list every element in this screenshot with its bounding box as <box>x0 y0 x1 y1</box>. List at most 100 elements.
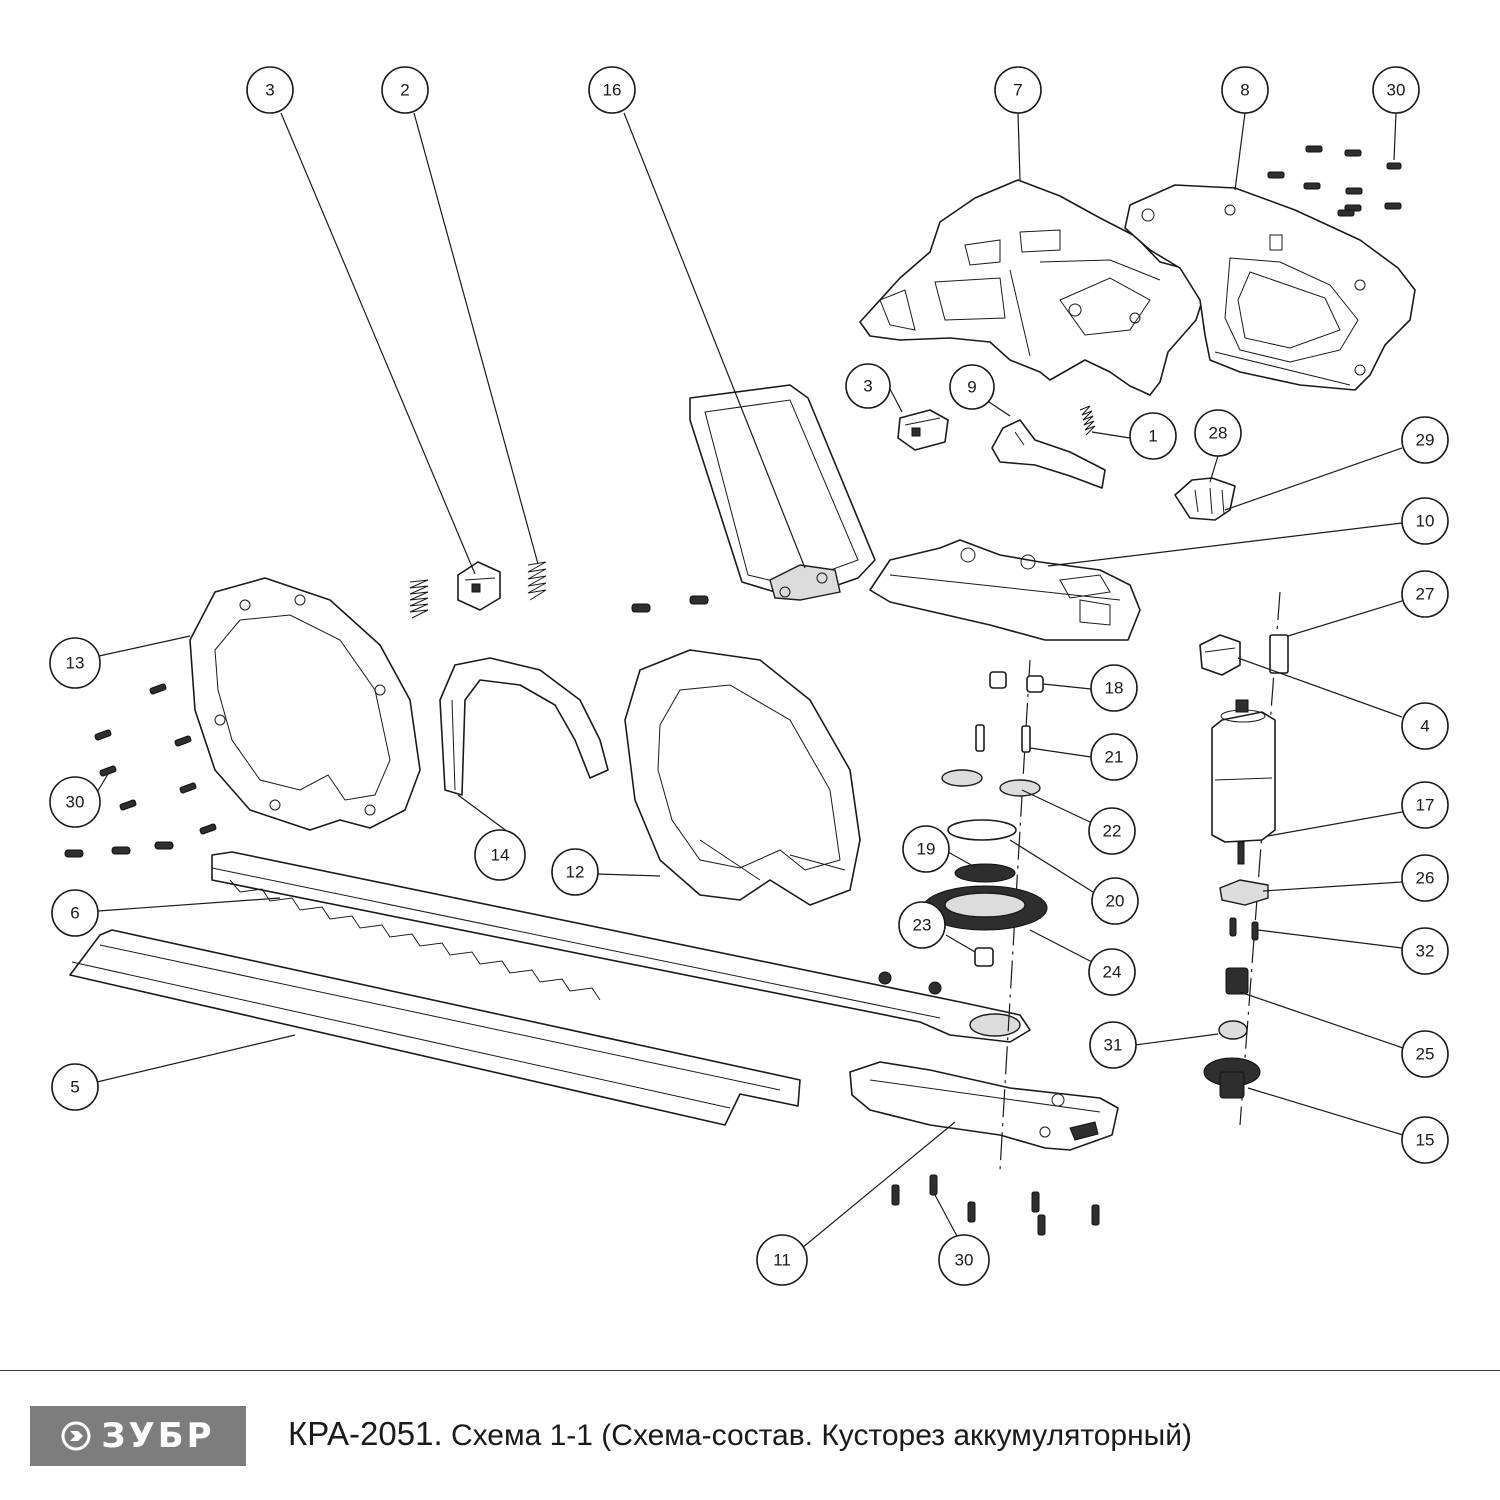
part-screws-gear-housing <box>891 1174 1100 1236</box>
part-motor <box>1211 699 1276 865</box>
svg-text:19: 19 <box>917 840 936 859</box>
svg-text:30: 30 <box>955 1251 974 1270</box>
callout-6: 6 <box>51 889 99 937</box>
callout-10: 10 <box>1401 497 1449 545</box>
svg-text:14: 14 <box>491 846 510 865</box>
svg-text:4: 4 <box>1420 717 1429 736</box>
part-brush-holder <box>1199 634 1241 676</box>
svg-text:25: 25 <box>1416 1045 1435 1064</box>
part-gear-bushing <box>974 947 994 967</box>
svg-text:18: 18 <box>1105 679 1124 698</box>
part-motor-plate <box>1219 879 1269 906</box>
callout-1: 1 <box>1129 412 1177 460</box>
leader-lines <box>95 112 1404 1249</box>
svg-text:29: 29 <box>1416 431 1435 450</box>
callout-26: 26 <box>1401 854 1449 902</box>
part-drive-gear <box>1203 1057 1261 1099</box>
callout-11: 11 <box>756 1234 808 1286</box>
callout-3-right: 3 <box>845 363 891 409</box>
part-handle-bracket <box>439 657 609 796</box>
callout-30-left: 30 <box>49 776 101 828</box>
part-bushings <box>989 671 1044 693</box>
callout-21: 21 <box>1090 733 1138 781</box>
callout-15: 15 <box>1401 1116 1449 1164</box>
model-number: КРА-2051. <box>288 1415 443 1452</box>
part-screws-rear-handle <box>64 683 217 858</box>
part-switch-block-left <box>457 561 501 611</box>
part-spring-2 <box>527 561 547 601</box>
caption-text: Схема 1-1 (Схема-состав. Кусторез аккуму… <box>450 1419 1192 1452</box>
callout-18: 18 <box>1090 664 1138 712</box>
part-front-loop-handle <box>624 649 861 906</box>
svg-text:3: 3 <box>265 81 274 100</box>
part-small-block <box>1269 634 1289 674</box>
callout-16: 16 <box>588 66 636 114</box>
svg-text:3: 3 <box>863 377 872 396</box>
svg-text:30: 30 <box>1387 81 1406 100</box>
part-pins <box>975 724 1031 753</box>
brand-logo: ЗУБР <box>30 1406 246 1466</box>
part-blade-guard <box>69 929 801 1126</box>
exploded-parts-diagram: 3 2 16 7 8 30 3 9 1 28 29 10 27 4 13 18 <box>49 66 1449 1286</box>
part-housing-left <box>859 179 1206 396</box>
footer: ЗУБР КРА-2051. Схема 1-1 (Схема-состав. … <box>0 1371 1500 1500</box>
svg-text:6: 6 <box>70 904 79 923</box>
callout-8: 8 <box>1221 66 1269 114</box>
part-spring-1 <box>1079 405 1096 436</box>
svg-text:11: 11 <box>773 1251 791 1270</box>
part-washers <box>941 769 1041 883</box>
callout-27: 27 <box>1401 570 1449 618</box>
svg-text:5: 5 <box>70 1078 79 1097</box>
brand-name: ЗУБР <box>101 1416 215 1456</box>
part-pinion-gear <box>1225 967 1249 995</box>
callout-12: 12 <box>551 848 599 896</box>
svg-text:1: 1 <box>1148 427 1157 446</box>
svg-text:24: 24 <box>1103 963 1122 982</box>
svg-text:15: 15 <box>1416 1131 1435 1150</box>
callout-3-left: 3 <box>246 66 294 114</box>
part-bearing <box>1218 1020 1248 1040</box>
callout-31: 31 <box>1089 1021 1137 1069</box>
svg-text:23: 23 <box>913 916 932 935</box>
part-screws-housing <box>1267 145 1402 217</box>
callout-17: 17 <box>1401 781 1449 829</box>
svg-text:7: 7 <box>1013 81 1022 100</box>
svg-text:13: 13 <box>66 654 85 673</box>
callout-2: 2 <box>381 66 429 114</box>
part-housing-right <box>1124 184 1416 391</box>
callout-7: 7 <box>994 66 1042 114</box>
svg-text:8: 8 <box>1240 81 1249 100</box>
svg-text:9: 9 <box>967 378 976 397</box>
part-large-gear <box>922 885 1048 931</box>
svg-text:2: 2 <box>400 81 409 100</box>
callout-30-top: 30 <box>1372 66 1420 114</box>
callout-28: 28 <box>1194 409 1242 457</box>
callout-19: 19 <box>902 825 950 873</box>
svg-text:31: 31 <box>1104 1036 1123 1055</box>
logo-arrow-icon <box>61 1421 91 1451</box>
svg-text:10: 10 <box>1416 512 1435 531</box>
callout-24: 24 <box>1088 948 1136 996</box>
svg-text:20: 20 <box>1106 892 1125 911</box>
callout-4: 4 <box>1401 702 1449 750</box>
svg-text:16: 16 <box>603 81 622 100</box>
callout-5: 5 <box>51 1063 99 1111</box>
callout-14: 14 <box>474 829 526 881</box>
part-connector-clip <box>1174 477 1236 521</box>
svg-text:12: 12 <box>566 863 585 882</box>
callout-22: 22 <box>1088 807 1136 855</box>
svg-text:22: 22 <box>1103 822 1122 841</box>
part-screws-cover <box>631 595 709 613</box>
part-gear-housing <box>849 1061 1119 1151</box>
svg-text:32: 32 <box>1416 942 1435 961</box>
part-microswitch-right <box>897 409 949 451</box>
callout-13: 13 <box>49 637 101 689</box>
svg-text:17: 17 <box>1416 796 1435 815</box>
callout-32: 32 <box>1401 927 1449 975</box>
part-motor-mount <box>869 539 1141 641</box>
svg-text:21: 21 <box>1105 748 1124 767</box>
part-rear-handle-frame <box>189 577 421 831</box>
part-spring-left-a <box>409 579 429 619</box>
diagram-caption: КРА-2051. Схема 1-1 (Схема-состав. Кусто… <box>288 1415 1192 1453</box>
part-trigger-lever <box>991 419 1106 489</box>
